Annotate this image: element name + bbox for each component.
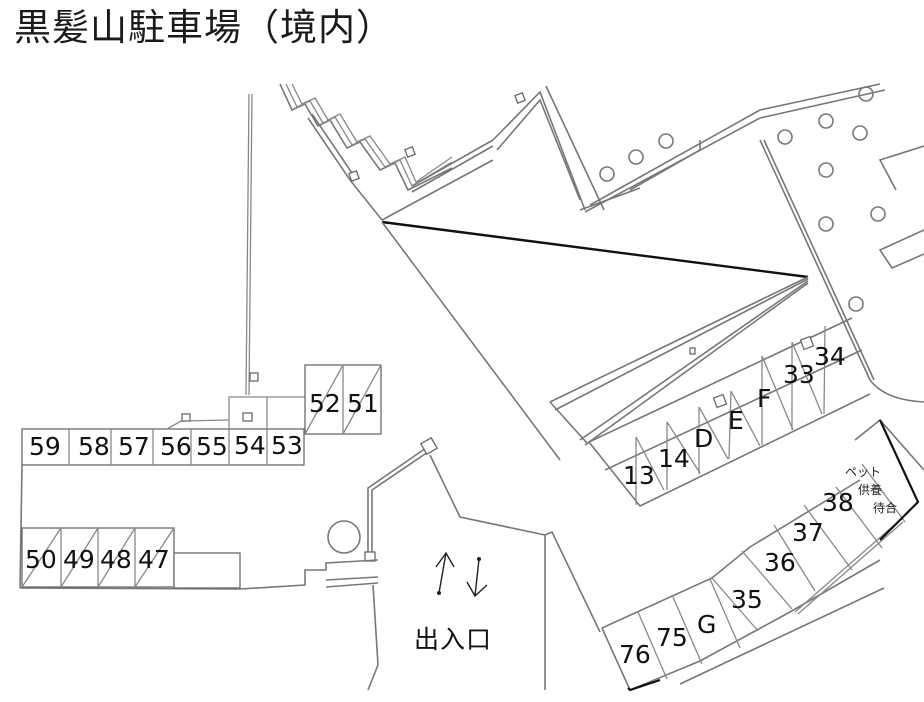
space-38[interactable]: 38 [822,488,854,517]
space-51[interactable]: 51 [347,389,379,418]
space-75[interactable]: 75 [656,623,688,652]
space-13[interactable]: 13 [623,461,655,490]
space-57[interactable]: 57 [118,432,150,461]
pet-area-label-2: 供養 [858,483,883,497]
space-14[interactable]: 14 [658,444,690,473]
space-58[interactable]: 58 [78,432,110,461]
boundary-line [381,220,809,279]
space-47[interactable]: 47 [138,545,170,574]
space-D[interactable]: D [694,424,714,453]
diagonal-upper-row [588,317,871,507]
space-37[interactable]: 37 [792,518,824,547]
page-title: 黒髪山駐車場（境内） [14,6,394,49]
pet-area-label-3: 待合 [873,501,898,515]
space-76[interactable]: 76 [619,640,651,669]
entrance-arrows [435,551,488,598]
up-arrow [435,551,455,595]
space-50[interactable]: 50 [25,545,57,574]
space-54[interactable]: 54 [234,431,266,460]
space-35[interactable]: 35 [731,585,763,614]
space-E[interactable]: E [728,406,744,435]
left-parking-block [19,364,601,691]
space-52[interactable]: 52 [309,389,341,418]
space-48[interactable]: 48 [100,545,132,574]
entrance-label: 出入口 [414,625,493,654]
space-56[interactable]: 56 [160,432,192,461]
temple-structures [279,83,924,403]
down-arrow [466,557,488,598]
space-59[interactable]: 59 [29,432,61,461]
space-53[interactable]: 53 [271,431,303,460]
pet-area-label-1: ペット [845,465,882,479]
space-G[interactable]: G [697,610,717,639]
space-55[interactable]: 55 [196,432,228,461]
space-34[interactable]: 34 [814,342,846,371]
space-33[interactable]: 33 [783,360,815,389]
space-36[interactable]: 36 [764,548,796,577]
space-49[interactable]: 49 [63,545,95,574]
space-F[interactable]: F [757,384,772,413]
diagonal-lower-row [601,418,924,692]
